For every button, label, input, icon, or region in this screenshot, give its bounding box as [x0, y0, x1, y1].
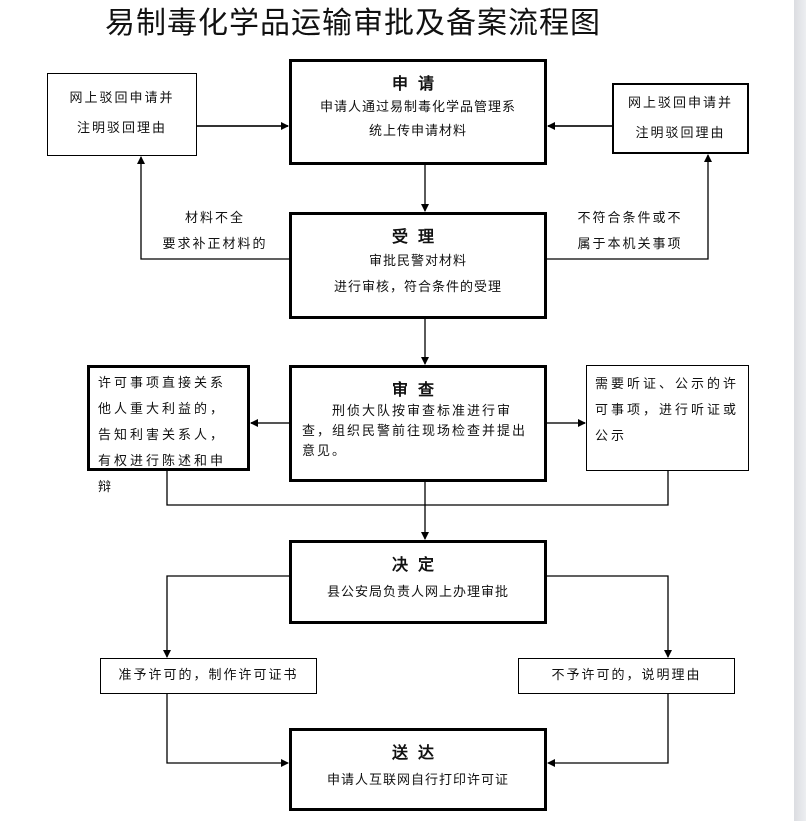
- label-incomplete-line-1: 材料不全: [184, 211, 245, 226]
- node-reject-right-text-1: 网上驳回申请并: [627, 96, 733, 111]
- node-deliver: 送达 申请人互联网自行打印许可证: [289, 728, 547, 811]
- node-reject-right-text-2: 注明驳回理由: [635, 126, 726, 141]
- label-not-eligible-line-1: 不符合条件或不: [577, 211, 683, 226]
- node-reject-right: 网上驳回申请并 注明驳回理由: [612, 83, 749, 154]
- node-deliver-title: 送达: [391, 743, 444, 762]
- node-reject-left: 网上驳回申请并 注明驳回理由: [47, 73, 197, 156]
- node-apply: 申请 申请人通过易制毒化学品管理系 统上传申请材料: [289, 59, 547, 165]
- node-notify-parties: 许可事项直接关系他人重大利益的，告知利害关系人，有权进行陈述和申辩: [87, 365, 250, 495]
- node-review-text: 刑侦大队按审查标准进行审查，组织民警前往现场检查并提出意见。: [302, 404, 528, 459]
- node-apply-title: 申请: [391, 74, 444, 93]
- node-reject-left-text-1: 网上驳回申请并: [69, 91, 175, 106]
- node-deliver-text: 申请人互联网自行打印许可证: [326, 773, 509, 788]
- node-accept-title: 受理: [391, 227, 444, 246]
- label-not-eligible: 不符合条件或不 属于本机关事项: [560, 206, 700, 258]
- node-apply-text-1: 申请人通过易制毒化学品管理系: [319, 100, 516, 115]
- arrow-accept-to-reject-right: [546, 154, 712, 260]
- node-apply-text-2: 统上传申请材料: [368, 124, 467, 139]
- arrow-deny-to-deliver: [547, 693, 669, 767]
- node-deny: 不予许可的，说明理由: [518, 658, 735, 694]
- scrollbar[interactable]: [794, 0, 806, 821]
- node-reject-left-text-2: 注明驳回理由: [76, 121, 167, 136]
- node-decision: 决定 县公安局负责人网上办理审批: [289, 540, 547, 624]
- node-accept-text-2: 进行审核，符合条件的受理: [333, 280, 502, 295]
- node-grant: 准予许可的，制作许可证书: [100, 658, 317, 694]
- node-decision-text: 县公安局负责人网上办理审批: [326, 585, 509, 600]
- label-not-eligible-line-2: 属于本机关事项: [577, 237, 683, 252]
- node-review-title: 审查: [391, 380, 444, 399]
- node-review: 审查 刑侦大队按审查标准进行审查，组织民警前往现场检查并提出意见。: [289, 365, 547, 482]
- label-incomplete-line-2: 要求补正材料的: [162, 237, 268, 252]
- node-accept-text-1: 审批民警对材料: [368, 254, 467, 269]
- arrow-decision-to-grant: [163, 575, 289, 658]
- label-incomplete-materials: 材料不全 要求补正材料的: [145, 206, 285, 258]
- merge-line: [166, 470, 669, 506]
- diagram-title: 易制毒化学品运输审批及备案流程图: [105, 6, 601, 41]
- arrow-accept-to-reject-left: [137, 156, 289, 260]
- node-decision-title: 决定: [391, 555, 444, 574]
- arrow-grant-to-deliver: [166, 693, 289, 767]
- node-hearing: 需要听证、公示的许可事项，进行听证或公示: [586, 365, 749, 471]
- node-accept: 受理 审批民警对材料 进行审核，符合条件的受理: [289, 212, 547, 319]
- arrow-decision-to-deny: [546, 575, 672, 658]
